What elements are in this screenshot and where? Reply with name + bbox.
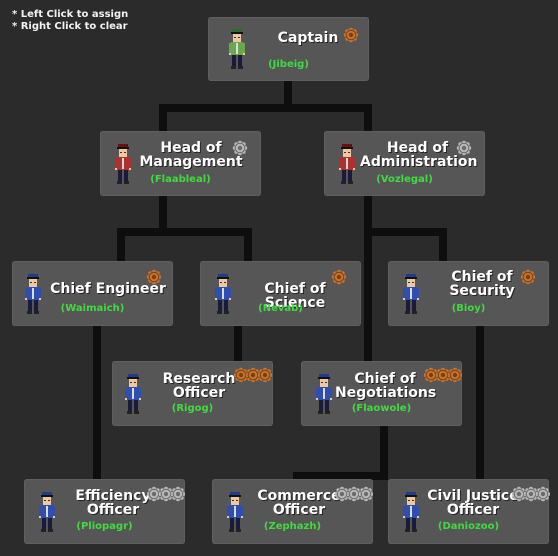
crew-portrait-icon bbox=[402, 274, 420, 314]
position-title: Civil Justice Officer bbox=[427, 488, 519, 518]
crew-portrait-icon bbox=[228, 29, 246, 69]
position-efficiency-officer[interactable]: Efficiency Officer (Pliopagr) bbox=[24, 479, 186, 544]
crew-portrait-icon bbox=[338, 144, 356, 184]
assigned-crew-name: (Waimaich) bbox=[60, 303, 125, 314]
position-title: Chief of Science bbox=[264, 281, 326, 311]
position-chief-of-science[interactable]: Chief of Science(Nevab) bbox=[200, 261, 361, 326]
triple-bronze-medals-icon bbox=[423, 366, 463, 388]
assigned-crew-name: (Jibeig) bbox=[268, 59, 309, 70]
connector-management-down bbox=[159, 196, 167, 232]
crew-portrait-icon bbox=[114, 144, 132, 184]
single-silver-medal-icon bbox=[455, 139, 473, 161]
connector-management-horizontal bbox=[117, 228, 252, 236]
connector-negotiations-to-commerce bbox=[293, 472, 388, 480]
connector-chief-science-down bbox=[234, 326, 242, 362]
connector-chief-engineer-down bbox=[93, 326, 101, 480]
connector-administration-down bbox=[364, 196, 372, 364]
assigned-crew-name: (Pliopagr) bbox=[76, 521, 133, 532]
assigned-crew-name: (Flaableal) bbox=[150, 174, 211, 185]
position-chief-of-negotiations[interactable]: Chief of Negotiations (Flaowole) bbox=[301, 361, 463, 426]
crew-portrait-icon bbox=[214, 274, 232, 314]
position-commerce-officer[interactable]: Commerce Officer (Zephazh) bbox=[212, 479, 374, 544]
crew-portrait-icon bbox=[402, 492, 420, 532]
connector-commerce-up bbox=[293, 472, 301, 482]
crew-portrait-icon bbox=[226, 492, 244, 532]
triple-silver-medals-icon bbox=[334, 485, 374, 507]
connector-administration-up bbox=[364, 104, 372, 132]
assigned-crew-name: (Flaowole) bbox=[351, 403, 412, 414]
connector-negotiations-down bbox=[380, 426, 388, 480]
single-bronze-medal-icon bbox=[519, 268, 537, 290]
position-title: Head of Management bbox=[139, 140, 243, 170]
instruction-right-click: * Right Click to clear bbox=[12, 21, 128, 32]
position-title: Head of Administration bbox=[360, 140, 478, 170]
connector-captain-horizontal bbox=[159, 104, 372, 112]
connector-chief-engineer-up bbox=[117, 228, 125, 262]
position-title: Commerce Officer bbox=[257, 488, 341, 518]
connector-management-up bbox=[159, 104, 167, 132]
connector-captain-down bbox=[284, 80, 292, 108]
single-bronze-medal-icon bbox=[342, 26, 360, 48]
triple-bronze-medals-icon bbox=[233, 366, 273, 388]
position-civil-justice-officer[interactable]: Civil Justice Officer (Daniozoo) bbox=[388, 479, 551, 544]
connector-chief-security-up bbox=[439, 228, 447, 262]
crew-portrait-icon bbox=[38, 492, 56, 532]
connector-chief-science-up bbox=[244, 228, 252, 262]
crew-portrait-icon bbox=[315, 374, 333, 414]
position-chief-of-security[interactable]: Chief of Security (Bioy) bbox=[388, 261, 549, 326]
triple-silver-medals-icon bbox=[146, 485, 186, 507]
assigned-crew-name: (Bioy) bbox=[451, 303, 486, 314]
position-research-officer[interactable]: Research Officer (Rigog) bbox=[112, 361, 273, 426]
position-title: Chief of Security bbox=[449, 269, 515, 299]
triple-silver-medals-icon bbox=[511, 485, 551, 507]
assigned-crew-name: (Rigog) bbox=[171, 403, 214, 414]
assigned-crew-name: (Vozlegal) bbox=[376, 174, 433, 185]
position-head-of-management[interactable]: Head of Management (Flaableal) bbox=[100, 131, 261, 196]
single-bronze-medal-icon bbox=[145, 268, 163, 290]
assigned-crew-name: (Nevab) bbox=[258, 303, 303, 314]
position-title: Chief of Negotiations bbox=[335, 371, 437, 401]
assigned-crew-name: (Daniozoo) bbox=[437, 521, 500, 532]
position-title: Efficiency Officer bbox=[75, 488, 151, 518]
crew-portrait-icon bbox=[24, 274, 42, 314]
position-title: Research Officer bbox=[162, 371, 236, 401]
crew-portrait-icon bbox=[124, 374, 142, 414]
connector-chief-security-down bbox=[476, 326, 484, 480]
position-captain[interactable]: Captain (Jibeig) bbox=[208, 17, 369, 81]
position-title: Captain bbox=[277, 30, 339, 46]
single-bronze-medal-icon bbox=[330, 268, 348, 290]
single-silver-medal-icon bbox=[231, 139, 249, 161]
assigned-crew-name: (Zephazh) bbox=[263, 521, 322, 532]
instruction-left-click: * Left Click to assign bbox=[12, 9, 129, 20]
position-title: Chief Engineer bbox=[50, 281, 166, 297]
position-chief-engineer[interactable]: Chief Engineer (Waimaich) bbox=[12, 261, 173, 326]
connector-administration-horizontal bbox=[364, 228, 447, 236]
position-head-of-administration[interactable]: Head of Administration (Vozlegal) bbox=[324, 131, 485, 196]
